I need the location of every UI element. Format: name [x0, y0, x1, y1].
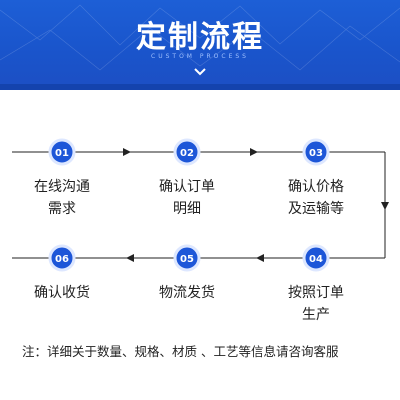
step-label-line: 按照订单 — [288, 285, 344, 301]
step-label-line: 确认价格 — [288, 179, 344, 195]
step-label-04: 按照订单 生产 — [256, 282, 376, 326]
step-number-03: 03 — [309, 148, 323, 159]
step-circle-06 — [48, 244, 76, 272]
step-circle-05 — [173, 244, 201, 272]
step-label-line: 需求 — [48, 201, 76, 217]
step-number-04: 04 — [309, 254, 323, 265]
step-label-line: 在线沟通 — [34, 179, 90, 195]
step-label-line: 生产 — [302, 307, 330, 323]
step-label-02: 确认订单 明细 — [127, 176, 247, 220]
arrow-down-icon — [381, 202, 389, 210]
step-label-06: 确认收货 — [2, 282, 122, 304]
arrow-right-icon — [250, 148, 258, 156]
arrow-left-icon — [256, 254, 264, 262]
page-title: 定制流程 — [136, 20, 264, 55]
step-label-05: 物流发货 — [127, 282, 247, 304]
step-label-line: 及运输等 — [288, 201, 344, 217]
step-number-06: 06 — [55, 254, 69, 265]
header-banner: 定制流程 CUSTOM PROCESS — [0, 0, 400, 88]
step-label-line: 物流发货 — [159, 285, 215, 301]
banner-pattern — [0, 4, 400, 71]
page-subtitle: CUSTOM PROCESS — [151, 53, 249, 60]
step-number-01: 01 — [55, 148, 69, 159]
step-label-01: 在线沟通 需求 — [2, 176, 122, 220]
arrow-right-icon — [123, 148, 131, 156]
step-label-line: 确认订单 — [159, 179, 215, 195]
step-circle-03 — [302, 138, 330, 166]
step-label-03: 确认价格 及运输等 — [256, 176, 376, 220]
step-circle-01 — [48, 138, 76, 166]
banner-bottom-strip — [0, 84, 400, 90]
chevron-down-icon — [194, 68, 206, 76]
step-circle-04 — [302, 244, 330, 272]
step-number-02: 02 — [180, 148, 194, 159]
step-label-line: 确认收货 — [34, 285, 90, 301]
arrow-left-icon — [126, 254, 134, 262]
step-number-05: 05 — [180, 254, 194, 265]
footer-note: 注：详细关于数量、规格、材质 、工艺等信息请咨询客服 — [22, 344, 339, 359]
step-label-line: 明细 — [173, 201, 201, 217]
step-circle-02 — [173, 138, 201, 166]
